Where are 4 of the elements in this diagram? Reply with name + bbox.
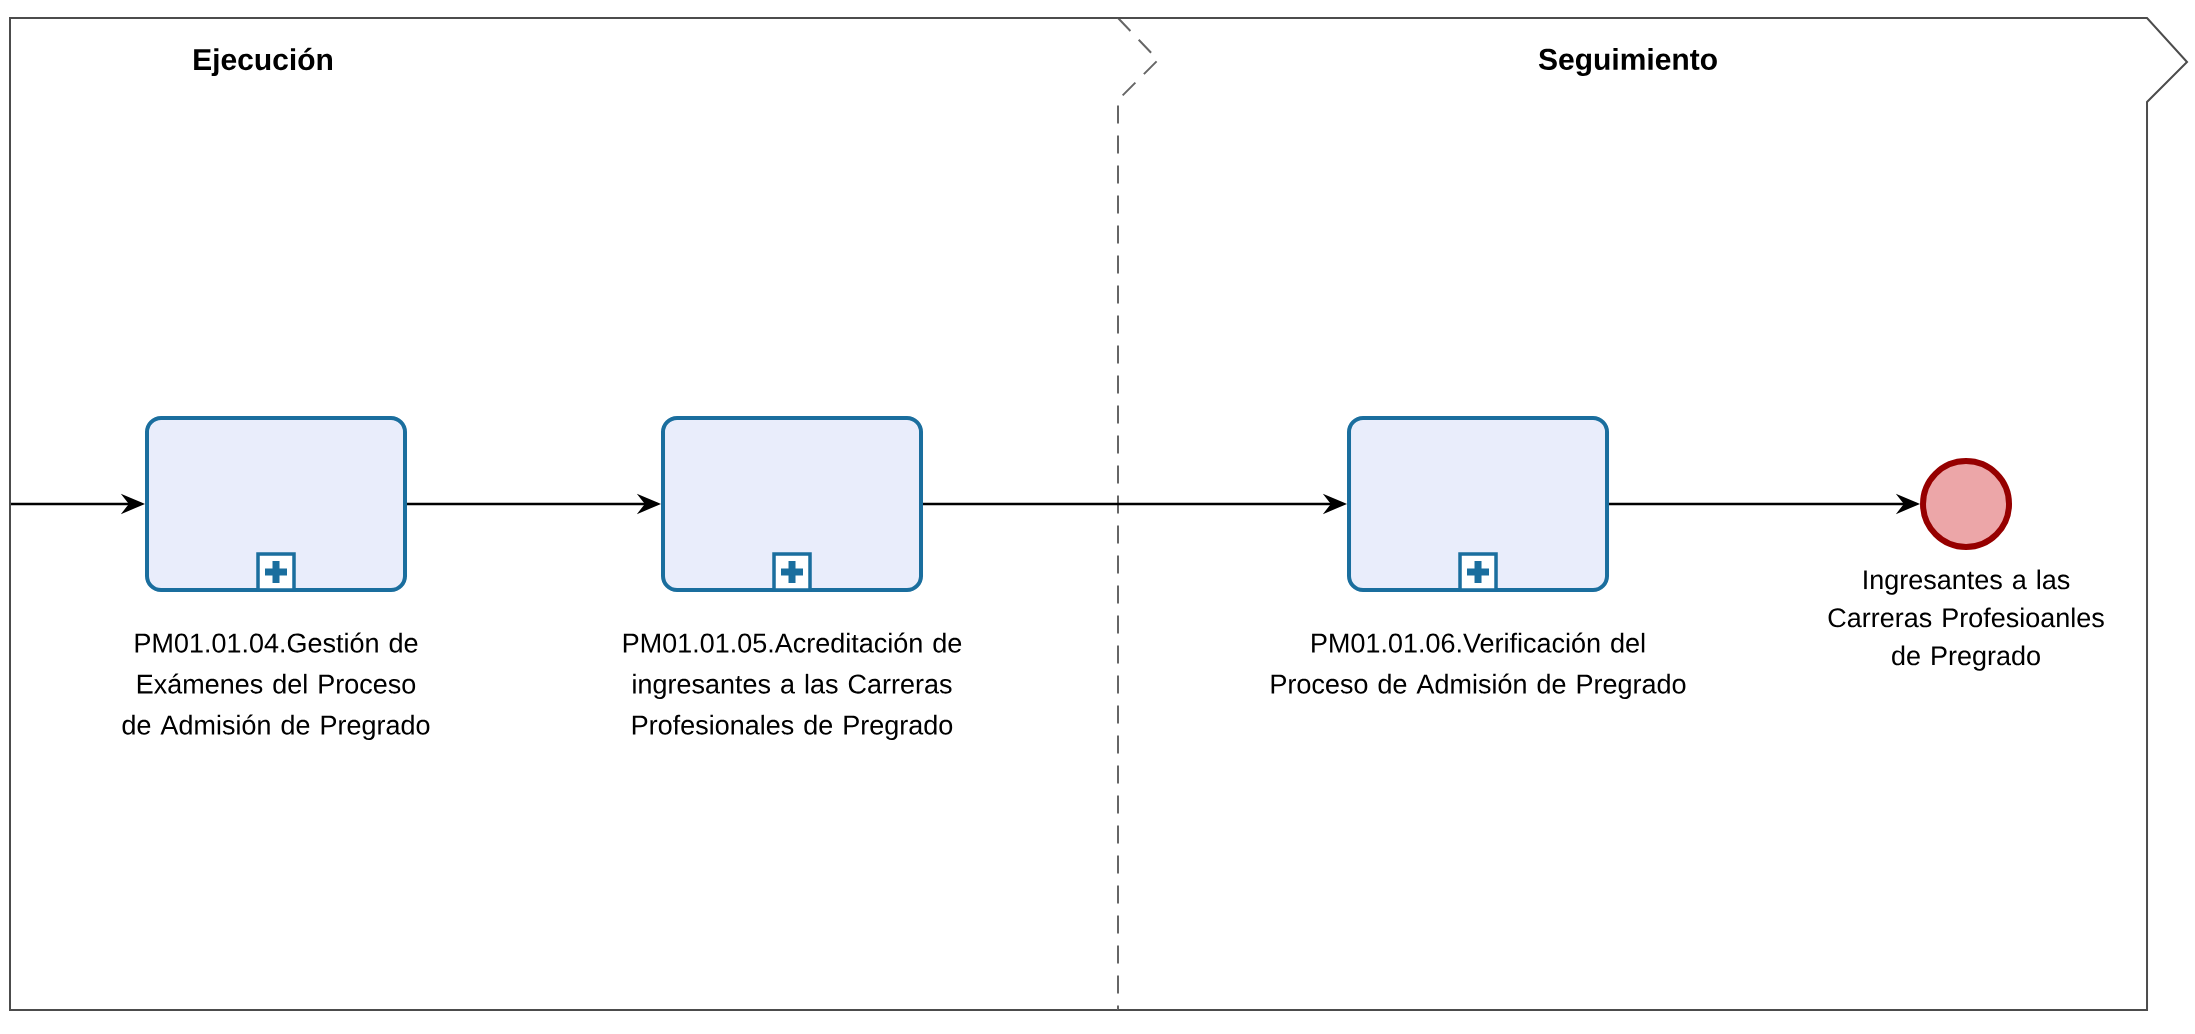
task-label: PM01.01.04.Gestión de Exámenes del Proceso de Admisión de Pregrado — [122, 632, 430, 740]
task-label: PM01.01.06.Verificación del Proceso de Admisión de Pregrado — [1271, 632, 1686, 699]
event-label: Ingresantes a las Carreras Profesioanles de Pregrado — [1828, 569, 2104, 671]
task-label: PM01.01.05.Acreditación de ingresantes a las Carreras Profesionales de Pregrado — [623, 632, 962, 740]
